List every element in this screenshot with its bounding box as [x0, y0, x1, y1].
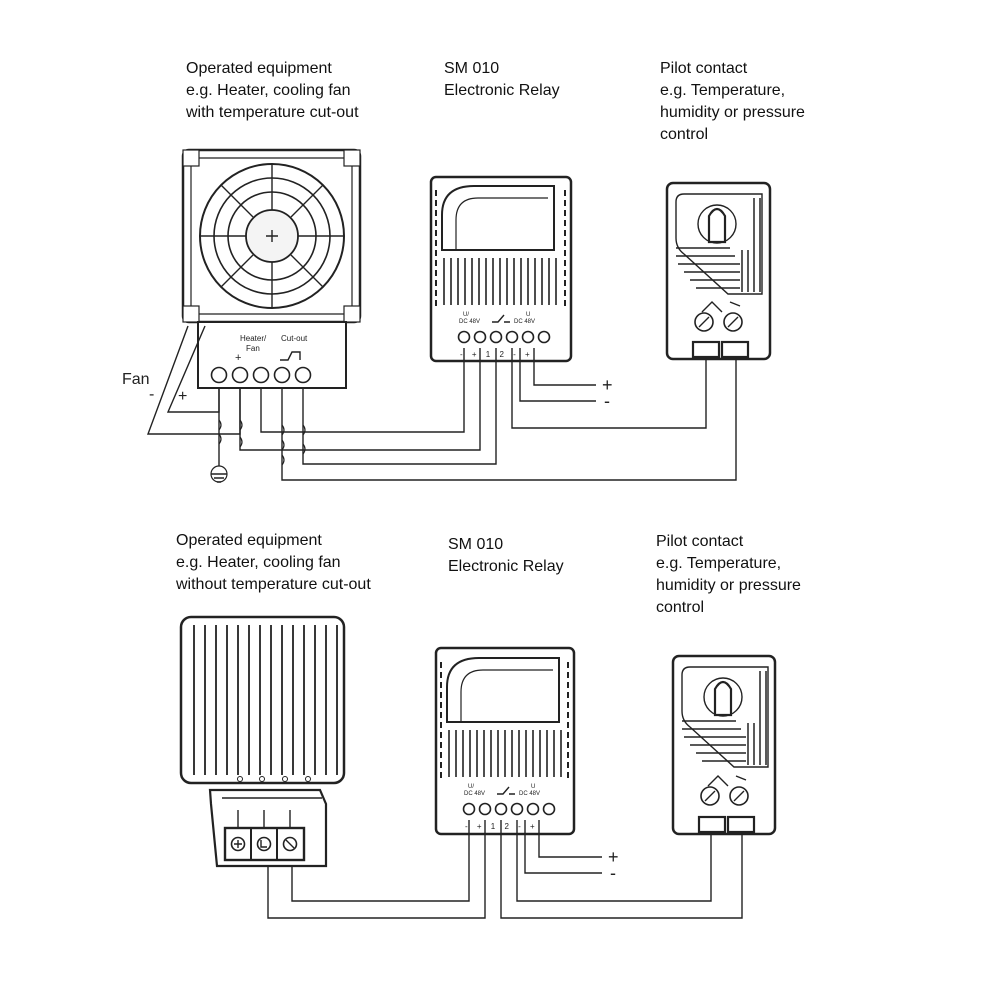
bottom-equipment-label: Operated equipment e.g. Heater, cooling … [176, 530, 371, 596]
bottom-relay-rating-left-b: DC 48V [464, 791, 485, 797]
bottom-pilot-desc-2: humidity or pressure [656, 577, 801, 594]
fan-label: Fan [122, 371, 150, 388]
bottom-supply-plus: + [608, 847, 619, 867]
top-relay-terminal-1 [457, 330, 471, 344]
bottom-pilot-desc-3: control [656, 599, 705, 616]
bottom-relay-terminal-1 [462, 802, 476, 816]
heater-fan-terminal-label: Heater/ [240, 334, 267, 343]
top-relay-rating-left-b: DC 48V [459, 319, 480, 325]
top-relay-terminal-numbers: - + 1 2 - + [460, 350, 530, 359]
heater-terminal-4 [273, 366, 291, 384]
bottom-equipment-title: Operated equipment [176, 532, 322, 549]
top-fan-heater-unit: Heater/ Fan Cut-out + [181, 148, 362, 389]
bottom-relay-terminal-4 [510, 802, 524, 816]
top-relay-terminal-3 [489, 330, 503, 344]
fan-plus-label: + [178, 388, 187, 405]
heater-line-terminal [256, 836, 272, 852]
bottom-relay-rating-right-b: DC 48V [519, 791, 540, 797]
top-pilot-title: Pilot contact [660, 60, 748, 77]
fan-grille [199, 163, 345, 309]
bottom-equipment-desc-2: without temperature cut-out [176, 576, 371, 593]
top-relay-rating-left-a: U/ [463, 312, 469, 318]
top-equipment-label: Operated equipment e.g. Heater, cooling … [186, 58, 359, 124]
top-pilot-desc-1: e.g. Temperature, [660, 82, 786, 99]
top-relay-unit: U/ DC 48V U DC 48V - + 1 2 - + [429, 175, 573, 363]
top-relay-title: SM 010 [444, 60, 500, 77]
top-pilot-desc-2: humidity or pressure [660, 104, 805, 121]
top-wires [218, 348, 737, 481]
heater-terminal-1 [210, 366, 228, 384]
bottom-relay-unit: U/ DC 48V U DC 48V - + 1 2 - + [434, 646, 576, 836]
bottom-pilot-unit [671, 654, 777, 836]
heater-terminal-2 [231, 366, 249, 384]
bottom-relay-subtitle: Electronic Relay [448, 558, 564, 575]
top-equipment-desc-2: with temperature cut-out [186, 104, 359, 121]
bottom-supply-minus: - [610, 863, 616, 883]
bottom-relay-terminal-5 [526, 802, 540, 816]
top-pilot-desc-3: control [660, 126, 709, 143]
bottom-relay-rating-left-a: U/ [468, 784, 474, 790]
bottom-relay-terminal-2 [478, 802, 492, 816]
top-relay-rating-right-a: U [526, 312, 530, 318]
heater-terminal-3 [252, 366, 270, 384]
top-relay-rating-right-b: DC 48V [514, 319, 535, 325]
heater-terminal-5 [294, 366, 312, 384]
fan-minus-label: - [149, 386, 154, 403]
top-supply-plus: + [602, 375, 613, 395]
top-relay-terminal-4 [505, 330, 519, 344]
bottom-pilot-desc-1: e.g. Temperature, [656, 555, 782, 572]
bottom-heater-unit [179, 615, 346, 868]
bottom-relay-rating-right-a: U [531, 784, 535, 790]
heater-plus-label: + [235, 352, 241, 364]
bottom-wires [267, 820, 743, 919]
bottom-pilot-label: Pilot contact e.g. Temperature, humidity… [656, 531, 801, 619]
top-pilot-label: Pilot contact e.g. Temperature, humidity… [660, 58, 805, 146]
top-relay-terminal-6 [537, 330, 551, 344]
bottom-equipment-desc-1: e.g. Heater, cooling fan [176, 554, 341, 571]
cutout-terminal-label: Cut-out [281, 334, 308, 343]
bottom-relay-terminal-6 [542, 802, 556, 816]
top-supply-minus: - [604, 391, 610, 411]
top-relay-label: SM 010 Electronic Relay [444, 58, 560, 102]
bottom-relay-title: SM 010 [448, 536, 504, 553]
fan-terminal-label: Fan [246, 344, 260, 353]
top-equipment-title: Operated equipment [186, 60, 332, 77]
bottom-relay-terminal-numbers: - + 1 2 - + [465, 822, 535, 831]
bottom-relay-label: SM 010 Electronic Relay [448, 534, 564, 578]
top-relay-terminal-5 [521, 330, 535, 344]
top-equipment-desc-1: e.g. Heater, cooling fan [186, 82, 351, 99]
top-pilot-unit [665, 181, 772, 361]
top-relay-subtitle: Electronic Relay [444, 82, 560, 99]
top-relay-terminal-2 [473, 330, 487, 344]
ground-icon [210, 388, 228, 483]
bottom-pilot-title: Pilot contact [656, 533, 744, 550]
bottom-relay-terminal-3 [494, 802, 508, 816]
